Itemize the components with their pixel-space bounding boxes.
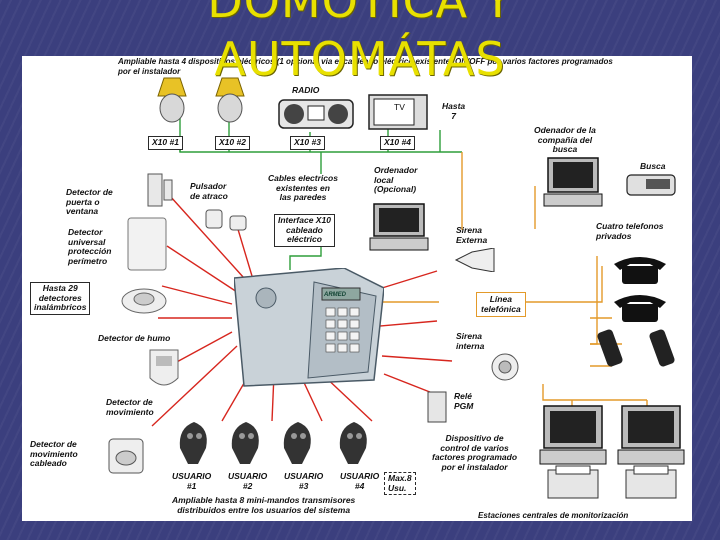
slide-title-line-2: AUTOMÁTAS <box>214 32 506 86</box>
hasta-7-label: Hasta 7 <box>442 101 466 121</box>
monitoring-stations-label: Estaciones centrales de monitorización <box>478 511 629 520</box>
remote-control-icon <box>174 418 214 473</box>
internal-siren-icon <box>490 352 520 387</box>
relay-label: Relé PGM <box>454 391 474 411</box>
universal-detector-label: Detector universal protección perímetro <box>68 227 112 266</box>
radio-icon <box>278 98 354 137</box>
existing-cables-label: Cables electricos existentes en las pare… <box>268 173 338 202</box>
local-pc-label: Ordenador local (Opcional) <box>374 165 418 194</box>
universal-detector-icon <box>126 216 170 279</box>
top-banner-note: Ampliable hasta 4 dispositivos eléctrico… <box>118 57 613 76</box>
tv-label: TV <box>394 102 405 112</box>
max-users-label: Max.8 Usu. <box>384 472 416 495</box>
telephone-icon <box>610 250 670 291</box>
pager-icon <box>626 174 676 201</box>
motion-detector-label: Detector de movimiento <box>106 397 154 417</box>
private-phones-label: Cuatro telefonos privados <box>596 221 664 241</box>
monitoring-station-2 <box>616 404 686 509</box>
siren-icon <box>454 247 500 277</box>
wireless-detectors-label: Hasta 29 detectores inalámbricos <box>30 282 91 315</box>
user-label-4: USUARIO #4 <box>340 471 380 491</box>
cellphone-icon <box>594 326 630 375</box>
smoke-detector-label: Detector de humo <box>98 333 171 343</box>
x10-module-1: X10 #1 <box>148 136 183 150</box>
panic-button-label: Pulsador de atraco <box>190 181 228 201</box>
wired-motion-detector-label: Detector de movimiento cableado <box>30 439 78 468</box>
external-siren-label: Sirena Externa <box>456 225 488 245</box>
user-label-3: USUARIO #3 <box>284 471 324 491</box>
lamp-icon <box>150 76 194 129</box>
busca-label: Busca <box>640 161 666 171</box>
lamp-icon <box>208 76 252 129</box>
wired-motion-sensor-icon <box>106 436 146 481</box>
door-window-detector-icon <box>146 172 176 215</box>
slide-title-line-1: DOMÓTICA Y <box>207 0 513 28</box>
monitoring-station-1 <box>538 404 608 509</box>
internal-siren-label: Sirena interna <box>456 331 485 351</box>
door-window-detector-label: Detector de puerta o ventana <box>66 187 113 216</box>
x10-module-4: X10 #4 <box>380 136 415 150</box>
x10-module-2: X10 #2 <box>215 136 250 150</box>
user-label-2: USUARIO #2 <box>228 471 268 491</box>
cellphone-icon <box>646 326 682 375</box>
radio-label: RADIO <box>292 85 320 95</box>
relay-icon <box>426 390 448 429</box>
smoke-detector-icon <box>120 286 168 321</box>
remotes-note: Ampliable hasta 8 mini-mandos transmisor… <box>172 495 356 515</box>
x10-interface-label: Interface X10 cableado eléctrico <box>274 214 335 247</box>
keypad-display: ARMED <box>324 292 346 298</box>
pc-busca-company-label: Odenador de la compañía del busca <box>534 125 596 154</box>
remote-control-icon <box>278 418 318 473</box>
diagram-panel: Ampliable hasta 4 dispositivos eléctrico… <box>22 56 692 521</box>
user-label-1: USUARIO #1 <box>172 471 212 491</box>
tv-icon <box>368 94 428 137</box>
remote-control-icon <box>334 418 374 473</box>
local-computer-icon <box>368 202 430 259</box>
computer-icon <box>542 156 604 217</box>
telephone-icon <box>610 288 670 329</box>
panic-button-icon <box>204 206 254 241</box>
x10-module-3: X10 #3 <box>290 136 325 150</box>
phone-line-label: Línea telefónica <box>476 292 526 317</box>
motion-sensor-icon <box>146 346 182 399</box>
control-device-label: Dispositivo de control de varios factore… <box>432 433 518 472</box>
remote-control-icon <box>226 418 266 473</box>
alarm-control-panel <box>233 267 385 393</box>
